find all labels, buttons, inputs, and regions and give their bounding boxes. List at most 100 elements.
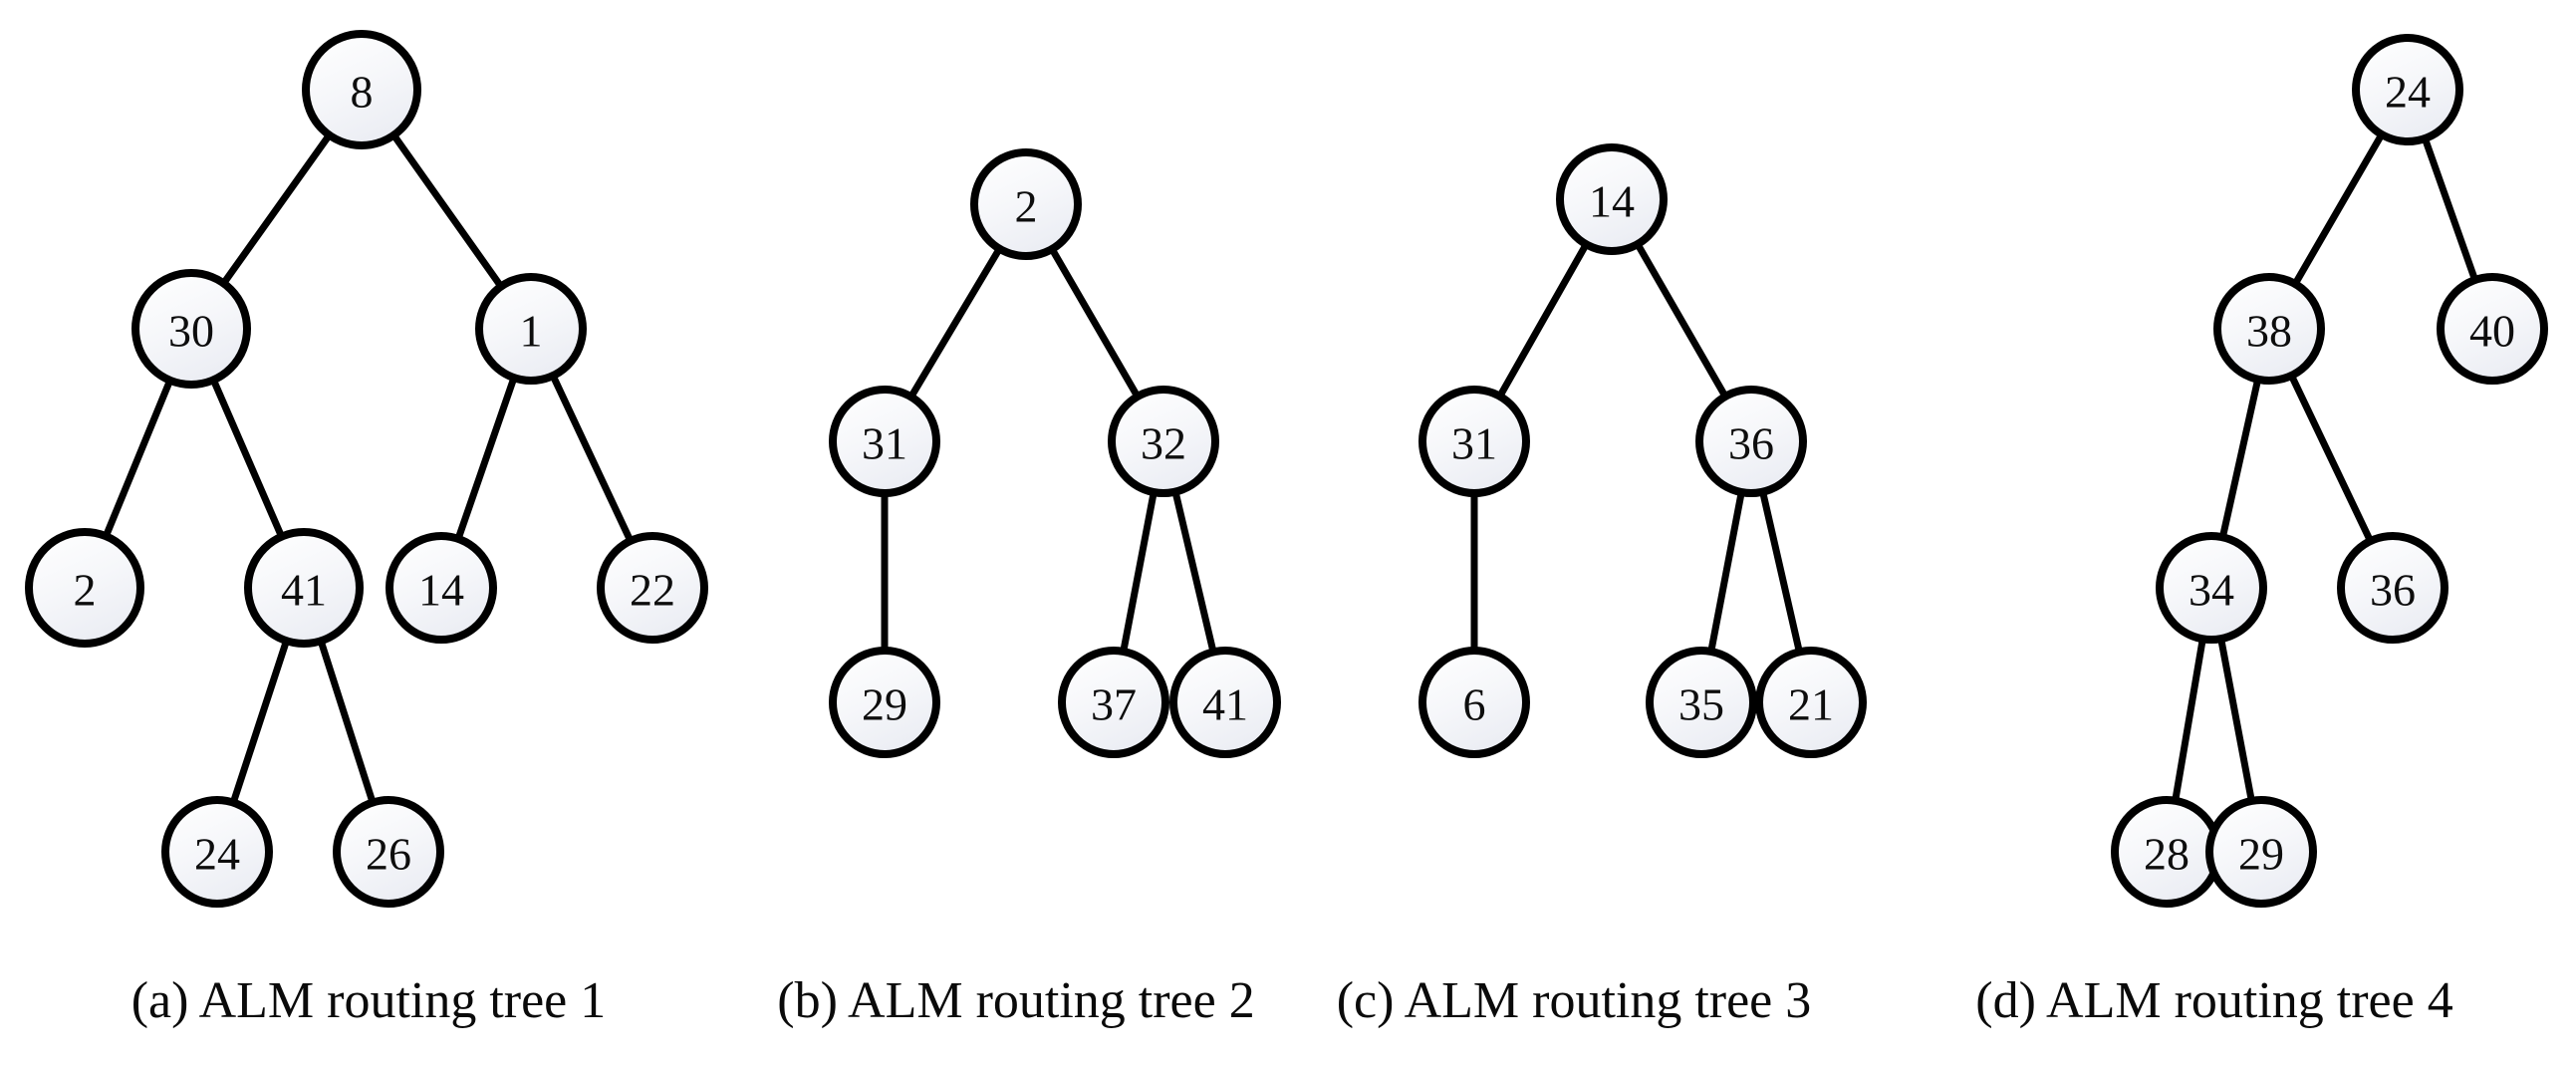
tree-node[interactable]: 30 — [131, 269, 251, 389]
tree-edge — [1632, 237, 1731, 403]
node-label: 28 — [2144, 829, 2190, 880]
node-label: 36 — [1728, 418, 1774, 469]
node-label: 36 — [2370, 565, 2416, 616]
node-circle-icon — [1169, 647, 1281, 758]
tree-edge — [905, 242, 1005, 403]
node-label: 24 — [194, 829, 240, 880]
node-label: 14 — [418, 565, 464, 616]
node-label: 14 — [1589, 176, 1635, 227]
tree-node[interactable]: 40 — [2437, 273, 2548, 385]
tree-edge — [2216, 632, 2256, 808]
node-circle-icon — [386, 532, 497, 644]
tree-edge — [218, 129, 335, 290]
tree-edge — [2218, 373, 2262, 544]
tree-node[interactable]: 36 — [1695, 386, 1807, 497]
tree-node[interactable]: 6 — [1418, 647, 1530, 758]
node-circle-icon — [2213, 273, 2325, 385]
node-label: 29 — [862, 679, 907, 730]
tree-edge — [1758, 485, 1804, 659]
tree-node[interactable]: 21 — [1755, 647, 1867, 758]
routing-tree-panel-tree-a: 8 30 1 2 41 14 22 24 26 (a) ALM routing tree 1 — [0, 0, 737, 1066]
node-label: 34 — [2189, 565, 2234, 616]
tree-node[interactable]: 26 — [333, 796, 444, 908]
node-label: 30 — [168, 306, 214, 357]
node-circle-icon — [597, 532, 708, 644]
tree-graph-tree-d: 24 38 40 34 36 28 29 — [2111, 34, 2548, 908]
tree-node[interactable]: 28 — [2111, 796, 2222, 908]
node-circle-icon — [829, 386, 940, 497]
tree-node[interactable]: 2 — [970, 148, 1082, 260]
node-circle-icon — [1418, 647, 1530, 758]
node-circle-icon — [970, 148, 1082, 260]
tree-edge — [101, 374, 175, 543]
tree-graph-tree-a: 8 30 1 2 41 14 22 24 26 — [25, 30, 708, 908]
node-circle-icon — [2352, 34, 2463, 145]
tree-node[interactable]: 1 — [475, 273, 587, 385]
node-circle-icon — [25, 528, 144, 648]
node-circle-icon — [1418, 386, 1530, 497]
tree-node[interactable]: 41 — [244, 528, 364, 648]
routing-tree-panel-tree-b: 2 31 32 29 37 41 (b) ALM routing tree 2 — [737, 0, 1295, 1066]
node-label: 38 — [2246, 306, 2292, 357]
tree-node[interactable]: 24 — [161, 796, 273, 908]
tree-node[interactable]: 37 — [1058, 647, 1169, 758]
node-circle-icon — [2337, 532, 2448, 644]
node-circle-icon — [1755, 647, 1867, 758]
tree-graph-tree-b: 2 31 32 29 37 41 — [829, 148, 1281, 758]
node-label: 29 — [2238, 829, 2284, 880]
node-label: 41 — [1202, 679, 1248, 730]
node-label: 2 — [1015, 181, 1038, 232]
tree-node[interactable]: 8 — [302, 30, 421, 149]
tree-edge — [2171, 632, 2207, 808]
tree-node[interactable]: 31 — [1418, 386, 1530, 497]
tree-edge — [228, 634, 291, 809]
node-label: 21 — [1788, 679, 1834, 730]
tree-node[interactable]: 36 — [2337, 532, 2448, 644]
tree-node[interactable]: 31 — [829, 386, 940, 497]
node-circle-icon — [131, 269, 251, 389]
node-circle-icon — [2156, 532, 2267, 644]
tree-node[interactable]: 2 — [25, 528, 144, 648]
tree-node[interactable]: 32 — [1108, 386, 1219, 497]
node-label: 1 — [520, 306, 543, 357]
tree-edge — [1706, 485, 1746, 659]
node-label: 24 — [2385, 67, 2431, 118]
tree-node[interactable]: 24 — [2352, 34, 2463, 145]
tree-caption-tree-d: (d) ALM routing tree 4 — [1975, 972, 2453, 1029]
tree-node[interactable]: 38 — [2213, 273, 2325, 385]
node-circle-icon — [2437, 273, 2548, 385]
tree-node[interactable]: 29 — [829, 647, 940, 758]
tree-graph-tree-c: 14 31 36 6 35 21 — [1418, 143, 1867, 758]
tree-edge — [453, 371, 519, 546]
node-label: 40 — [2469, 306, 2515, 357]
tree-node[interactable]: 41 — [1169, 647, 1281, 758]
node-label: 22 — [630, 565, 675, 616]
tree-edge — [548, 369, 636, 548]
node-label: 31 — [862, 418, 907, 469]
tree-node[interactable]: 22 — [597, 532, 708, 644]
tree-edge — [316, 634, 378, 809]
tree-edge — [1494, 238, 1592, 402]
tree-edge — [2420, 132, 2480, 287]
tree-node[interactable]: 35 — [1646, 647, 1757, 758]
tree-edge — [1119, 485, 1159, 659]
node-label: 6 — [1463, 679, 1486, 730]
node-circle-icon — [333, 796, 444, 908]
tree-node[interactable]: 14 — [1556, 143, 1668, 255]
node-circle-icon — [2205, 796, 2317, 908]
tree-node[interactable]: 14 — [386, 532, 497, 644]
tree-node[interactable]: 34 — [2156, 532, 2267, 644]
node-circle-icon — [1058, 647, 1169, 758]
node-label: 35 — [1678, 679, 1724, 730]
tree-node[interactable]: 29 — [2205, 796, 2317, 908]
node-label: 37 — [1091, 679, 1137, 730]
node-circle-icon — [1646, 647, 1757, 758]
node-circle-icon — [829, 647, 940, 758]
node-circle-icon — [1556, 143, 1668, 255]
tree-caption-tree-a: (a) ALM routing tree 1 — [130, 972, 607, 1029]
tree-caption-tree-b: (b) ALM routing tree 2 — [777, 972, 1255, 1029]
node-circle-icon — [302, 30, 421, 149]
node-label: 31 — [1451, 418, 1497, 469]
